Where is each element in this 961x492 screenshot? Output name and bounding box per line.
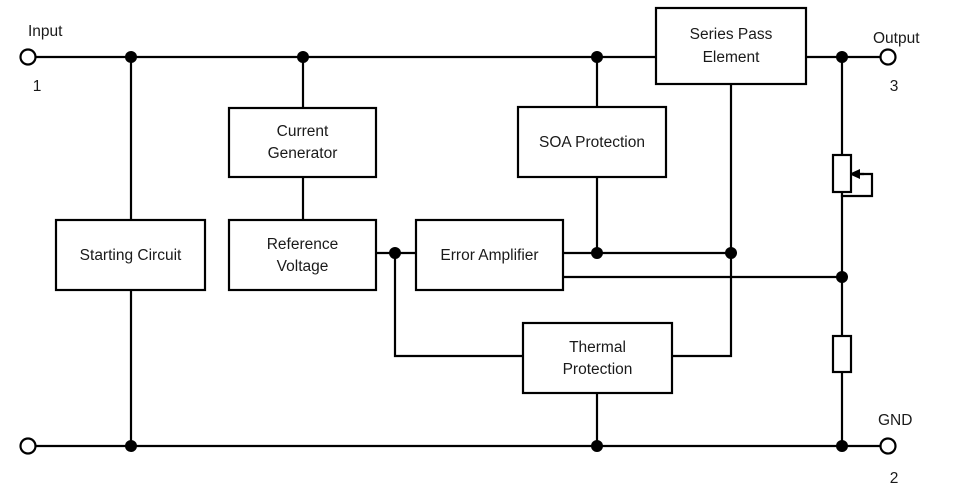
error-amplifier-label: Error Amplifier	[440, 247, 538, 264]
junction-dot-gnd-thermal	[591, 440, 603, 452]
block-reference-voltage[interactable]: Reference Voltage	[227, 218, 378, 292]
block-layer: Starting Circuit Current Generator Refer…	[54, 6, 808, 395]
current-generator-label-line1: Current	[277, 123, 329, 140]
current-generator-box[interactable]	[227, 106, 378, 179]
output-terminal-label: Output	[873, 30, 920, 47]
junction-dot-reference-feedback	[389, 247, 401, 259]
thermal-protection-label-line2: Protection	[563, 361, 633, 378]
gnd-terminal-number: 2	[890, 470, 899, 487]
terminal-gnd-left-pin[interactable]	[19, 437, 37, 455]
reference-voltage-label-line1: Reference	[267, 236, 339, 253]
block-series-pass-element[interactable]: Series Pass Element	[654, 6, 808, 86]
block-thermal-protection[interactable]: Thermal Protection	[521, 321, 674, 395]
output-terminal-number: 3	[890, 78, 899, 95]
input-terminal-label: Input	[28, 23, 63, 40]
error-amplifier-box[interactable]	[414, 218, 565, 292]
terminal-gnd-right-pin[interactable]	[879, 437, 897, 455]
block-current-generator[interactable]: Current Generator	[227, 106, 378, 179]
soa-protection-box[interactable]	[516, 105, 668, 179]
input-terminal-number: 1	[33, 78, 42, 95]
starting-circuit-box[interactable]	[54, 218, 207, 292]
component-layer	[831, 153, 853, 374]
junction-dot-input-starting-circuit	[125, 51, 137, 63]
pot-wiper-arrow-head	[849, 169, 860, 179]
feedback-resistor-body	[831, 334, 853, 374]
series-pass-element-label-line1: Series Pass	[690, 26, 773, 43]
gnd-terminal-label: GND	[878, 412, 912, 429]
thermal-protection-box[interactable]	[521, 321, 674, 395]
block-error-amplifier[interactable]: Error Amplifier	[414, 218, 565, 292]
junction-dot-feedback-tap	[836, 271, 848, 283]
junction-dot-series-pass-drive	[725, 247, 737, 259]
series-pass-element-label-line2: Element	[703, 49, 761, 66]
thermal-protection-label-line1: Thermal	[569, 339, 626, 356]
junction-dot-output-divider	[836, 51, 848, 63]
terminal-input-pin[interactable]	[19, 48, 37, 66]
series-pass-element-box[interactable]	[654, 6, 808, 86]
current-generator-label-line2: Generator	[268, 145, 338, 162]
wire-node-to-thermal-protection	[393, 251, 525, 358]
wire-series-pass-control-spine	[670, 82, 733, 358]
block-starting-circuit[interactable]: Starting Circuit	[54, 218, 207, 292]
terminal-label-layer: Input 1 Output 3 GND 2	[28, 23, 920, 487]
junction-dot-gnd-divider	[836, 440, 848, 452]
reference-voltage-box[interactable]	[227, 218, 378, 292]
soa-protection-label: SOA Protection	[539, 134, 645, 151]
wire-pot-wiper-return	[840, 172, 874, 198]
junction-dot-input-current-generator	[297, 51, 309, 63]
terminal-layer	[19, 48, 897, 455]
junction-dot-input-soa	[591, 51, 603, 63]
reference-voltage-label-line2: Voltage	[277, 258, 329, 275]
junction-dot-soa-error-amp	[591, 247, 603, 259]
junction-layer	[125, 51, 848, 452]
wire-layer	[34, 55, 881, 448]
terminal-output-pin[interactable]	[879, 48, 897, 66]
starting-circuit-label: Starting Circuit	[80, 247, 182, 264]
block-soa-protection[interactable]: SOA Protection	[516, 105, 668, 179]
junction-dot-gnd-starting-circuit	[125, 440, 137, 452]
potentiometer-body	[831, 153, 853, 194]
